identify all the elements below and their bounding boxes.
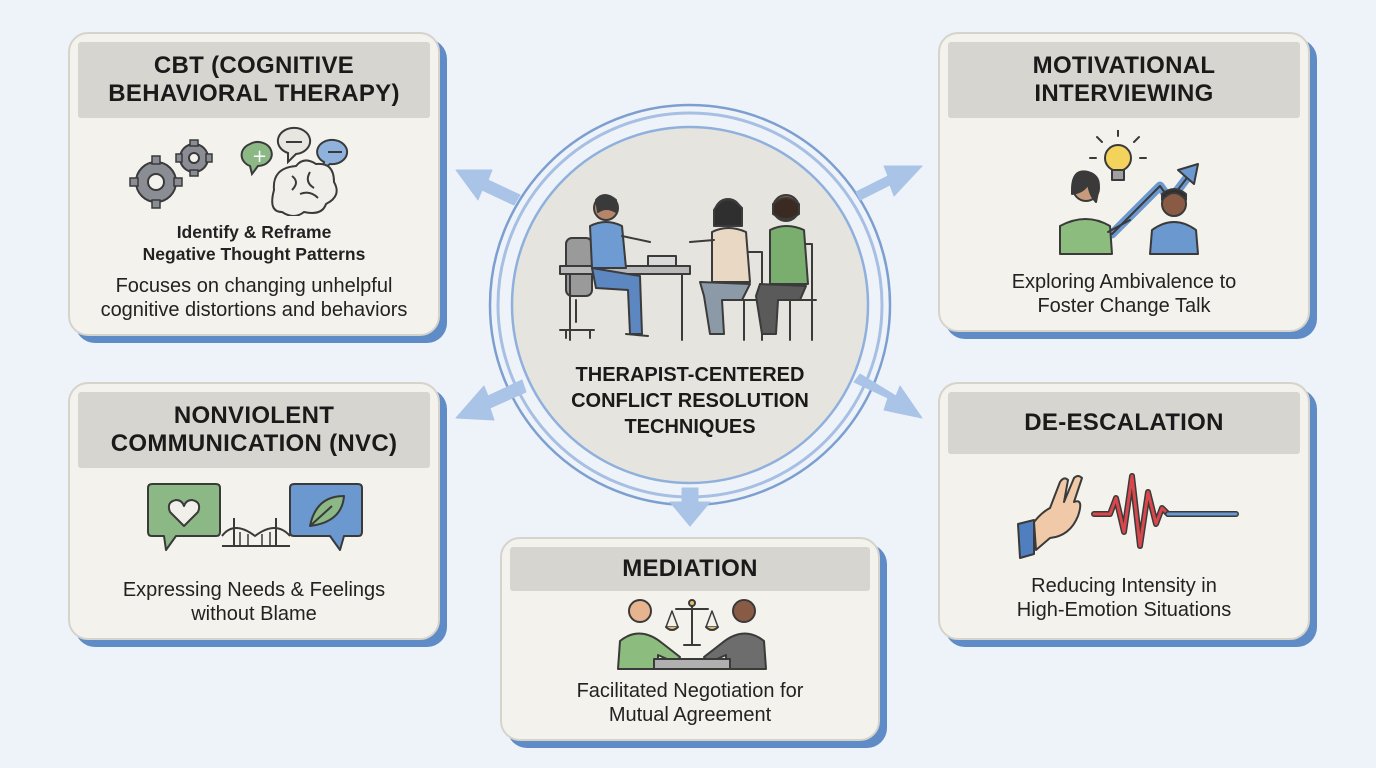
mediation-card-title: MEDIATION <box>510 547 870 591</box>
lightbulb-growth-icon <box>1059 130 1199 255</box>
arrow-to-mi <box>855 165 923 201</box>
center-title: THERAPIST-CENTERED CONFLICT RESOLUTION T… <box>540 362 840 440</box>
mi-description: Exploring Ambivalence to <box>1011 271 1237 293</box>
nvc-description: without Blame <box>191 603 317 625</box>
motivational-interviewing-card: MOTIVATIONAL INTERVIEWING Exploring Ambi… <box>938 32 1310 332</box>
cbt-description: Focuses on changing unhelpful <box>115 275 393 297</box>
deesc-card-title: DE-ESCALATION <box>948 392 1300 454</box>
card-title-line: MOTIVATIONAL <box>1032 52 1216 79</box>
therapy-session-illustration <box>559 194 817 341</box>
mi-description: Foster Change Talk <box>1037 295 1211 317</box>
nvc-card-title: NONVIOLENT COMMUNICATION (NVC) <box>78 392 430 468</box>
card-title-line: NONVIOLENT <box>173 402 335 429</box>
deesc-description: High-Emotion Situations <box>1016 599 1232 621</box>
cbt-subtitle: Identify & Reframe <box>176 222 332 242</box>
card-title-line: INTERVIEWING <box>1034 80 1214 107</box>
nvc-description: Expressing Needs & Feelings <box>122 579 386 601</box>
card-title-line: DE-ESCALATION <box>1024 409 1224 436</box>
cbt-subtitle: Negative Thought Patterns <box>142 244 366 264</box>
mediation-description: Mutual Agreement <box>608 704 772 726</box>
center-title-line: CONFLICT RESOLUTION <box>571 390 809 412</box>
center-title-line: THERAPIST-CENTERED <box>575 364 805 386</box>
arrow-to-mediation <box>669 487 711 527</box>
scales-negotiation-icon <box>617 599 767 670</box>
mediation-description: Facilitated Negotiation for <box>576 680 804 702</box>
card-title-line: CBT (COGNITIVE <box>153 52 355 79</box>
gears-brain-icon: + <box>129 126 349 216</box>
card-title-line: COMMUNICATION (NVC) <box>110 430 398 457</box>
center-title-line: TECHNIQUES <box>624 416 756 438</box>
nonviolent-communication-card: NONVIOLENT COMMUNICATION (NVC) Expressin… <box>68 382 440 640</box>
card-title-line: MEDIATION <box>622 555 758 582</box>
cbt-card-title: CBT (COGNITIVE BEHAVIORAL THERAPY) <box>78 42 430 118</box>
arrow-to-cbt <box>455 169 521 206</box>
arrow-to-deesc <box>853 373 923 419</box>
cbt-description: cognitive distortions and behaviors <box>100 299 408 321</box>
speech-bridge-icon <box>147 483 363 551</box>
svg-text:+: + <box>252 146 267 167</box>
de-escalation-card: DE-ESCALATION Reducing Intensity in High… <box>938 382 1310 640</box>
mediation-card: MEDIATION Facilitated Negotiation for Mu… <box>500 537 880 741</box>
cbt-card: CBT (COGNITIVE BEHAVIORAL THERAPY) + <box>68 32 440 336</box>
connector-arrows <box>455 165 923 527</box>
card-title-line: BEHAVIORAL THERAPY) <box>108 80 400 107</box>
hand-heartbeat-icon <box>1017 473 1239 559</box>
mi-card-title: MOTIVATIONAL INTERVIEWING <box>948 42 1300 118</box>
deesc-description: Reducing Intensity in <box>1031 575 1217 597</box>
arrow-to-nvc <box>455 379 527 421</box>
